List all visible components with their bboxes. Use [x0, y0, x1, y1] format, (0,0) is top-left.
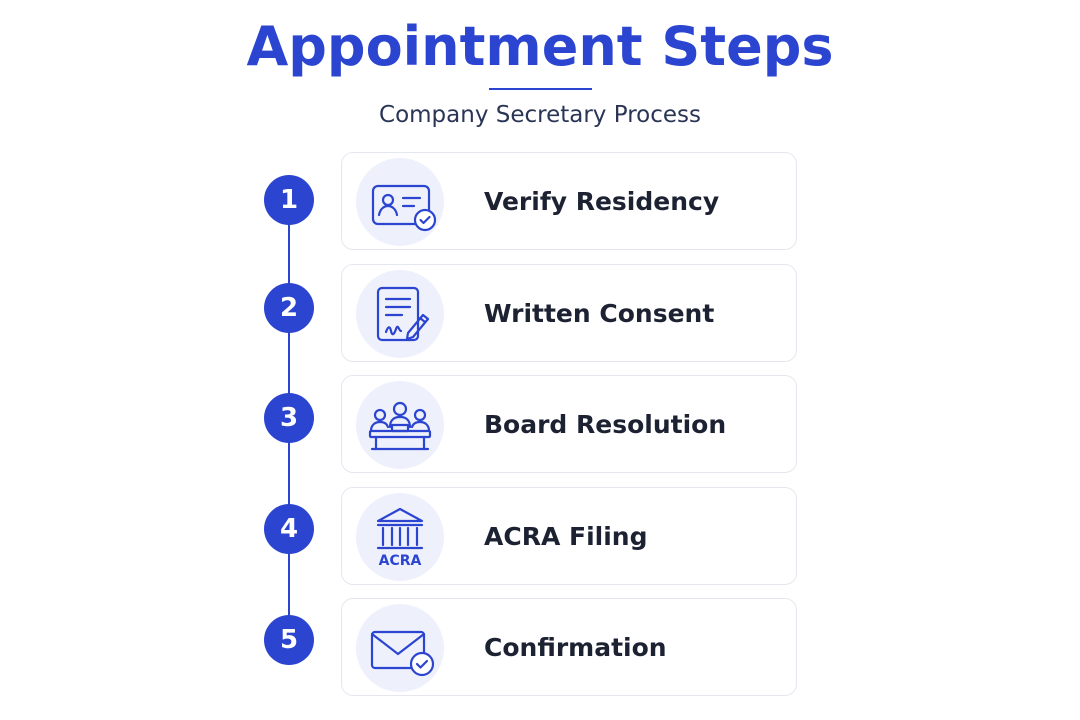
- step-number-5: 5: [264, 615, 314, 665]
- envelope-check-icon: [370, 630, 435, 677]
- acra-logo-text: ACRA: [379, 553, 422, 569]
- step-label-board-resolution: Board Resolution: [484, 410, 727, 439]
- icon-badge: ACRA: [356, 493, 444, 581]
- icon-badge: [356, 270, 444, 358]
- page-subtitle: Company Secretary Process: [379, 102, 701, 128]
- icon-badge: [356, 381, 444, 469]
- icon-badge: [356, 158, 444, 246]
- step-label-verify-residency: Verify Residency: [484, 187, 720, 216]
- step-label-acra-filing: ACRA Filing: [484, 522, 648, 551]
- step-number-4: 4: [264, 504, 314, 554]
- title-underline: [489, 88, 592, 90]
- icon-badge: [356, 604, 444, 692]
- id-card-check-icon: [371, 184, 437, 232]
- step-card-board-resolution: Board Resolution: [341, 375, 797, 473]
- step-card-acra-filing: ACRA ACRA Filing: [341, 487, 797, 585]
- step-card-written-consent: Written Consent: [341, 264, 797, 362]
- step-number-3: 3: [264, 393, 314, 443]
- step-label-confirmation: Confirmation: [484, 633, 667, 662]
- document-signature-icon: [376, 286, 430, 342]
- step-card-verify-residency: Verify Residency: [341, 152, 797, 250]
- board-meeting-icon: [368, 401, 432, 451]
- step-card-confirmation: Confirmation: [341, 598, 797, 696]
- step-number-2: 2: [264, 283, 314, 333]
- step-number-1: 1: [264, 175, 314, 225]
- step-label-written-consent: Written Consent: [484, 299, 715, 328]
- page-title: Appointment Steps: [246, 15, 834, 78]
- government-building-icon: ACRA: [376, 507, 424, 569]
